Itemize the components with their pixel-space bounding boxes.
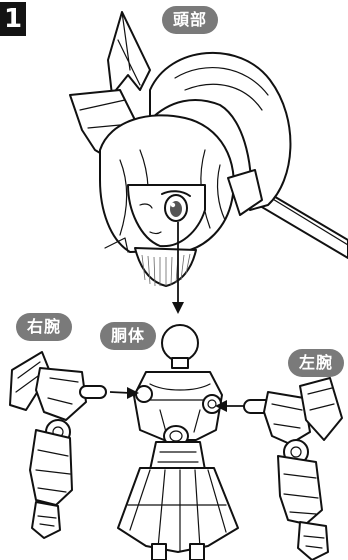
torso-part xyxy=(117,324,239,560)
left-hand xyxy=(297,521,329,560)
label-torso: 胴体 xyxy=(100,322,156,350)
right-arm-part xyxy=(9,351,107,539)
waist xyxy=(149,441,206,471)
right-forearm xyxy=(29,429,73,506)
chest xyxy=(133,371,223,441)
helmet-crest xyxy=(107,11,151,96)
helmet-side-panel xyxy=(227,169,263,216)
collar xyxy=(134,247,197,287)
right-hand xyxy=(31,501,61,539)
step-number-badge: 1 xyxy=(0,2,26,36)
right-upper-arm xyxy=(35,367,87,421)
label-right-arm: 右腕 xyxy=(16,313,72,341)
neck-joint xyxy=(171,357,189,369)
neck-ball xyxy=(161,324,199,362)
head-to-torso-arrow xyxy=(172,222,184,314)
head-part xyxy=(69,11,348,287)
label-head: 頭部 xyxy=(162,6,218,34)
left-arm-part xyxy=(243,377,343,560)
right-arm-arrow xyxy=(109,387,139,399)
label-left-arm: 左腕 xyxy=(288,349,344,377)
left-arm-arrow xyxy=(215,400,244,412)
right-shoulder-peg xyxy=(79,385,107,399)
